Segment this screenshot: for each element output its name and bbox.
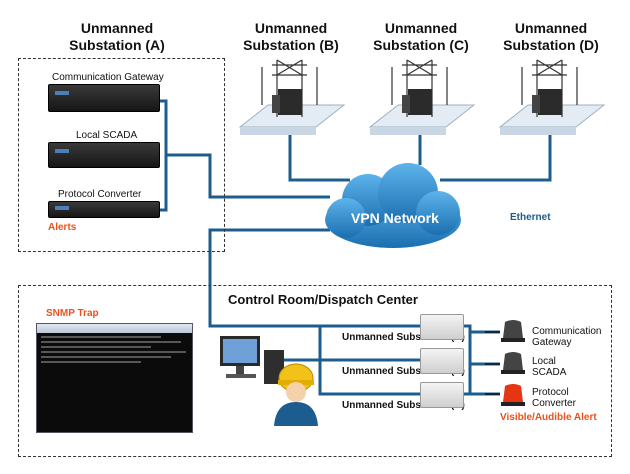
- alerts-label: Alerts: [48, 222, 77, 233]
- alarm-light-gateway: [501, 320, 525, 342]
- station-c-title: Unmanned Substation (C): [373, 20, 469, 53]
- alarm-label-gateway: Communication Gateway: [532, 326, 602, 348]
- local-scada-label: Local SCADA: [76, 130, 138, 141]
- link-label-b: Unmanned Substation (B): [342, 366, 465, 377]
- gateway-rack-a: [420, 314, 464, 340]
- substation-c-tower: [368, 59, 476, 135]
- comm-gateway-label: Communication Gateway: [52, 72, 164, 83]
- vpn-cloud: [325, 163, 461, 248]
- ethernet-label: Ethernet: [510, 212, 551, 223]
- link-label-a: Unmanned Substation (A): [342, 332, 465, 343]
- local-scada-device: [48, 142, 160, 168]
- comm-gateway-device: [48, 84, 160, 112]
- alarm-label-converter: Protocol Converter: [532, 387, 576, 409]
- vpn-network-label: VPN Network: [351, 210, 439, 226]
- alarm-light-scada: [501, 352, 525, 374]
- link-label-c: Unmanned Substation (C): [342, 400, 465, 411]
- station-d-title: Unmanned Substation (D): [503, 20, 599, 53]
- snmp-trap-label: SNMP Trap: [46, 308, 99, 319]
- substation-b-tower: [238, 59, 346, 135]
- control-room-box: [18, 285, 612, 457]
- station-a-title: Unmanned Substation (A): [69, 20, 165, 53]
- operator-workstation: [220, 336, 284, 384]
- alarm-light-converter: [501, 384, 525, 406]
- station-a-box: [18, 58, 225, 252]
- snmp-terminal-window: [36, 323, 193, 433]
- substation-d-tower: [498, 59, 606, 135]
- gateway-rack-c: [420, 382, 464, 408]
- operator-icon: [274, 363, 318, 426]
- gateway-rack-b: [420, 348, 464, 374]
- control-room-title: Control Room/Dispatch Center: [228, 292, 418, 307]
- visible-audible-alert-label: Visible/Audible Alert: [500, 412, 597, 423]
- protocol-converter-device: [48, 201, 160, 218]
- alarm-label-scada: Local SCADA: [532, 356, 567, 378]
- station-b-title: Unmanned Substation (B): [243, 20, 339, 53]
- protocol-converter-label: Protocol Converter: [58, 189, 142, 200]
